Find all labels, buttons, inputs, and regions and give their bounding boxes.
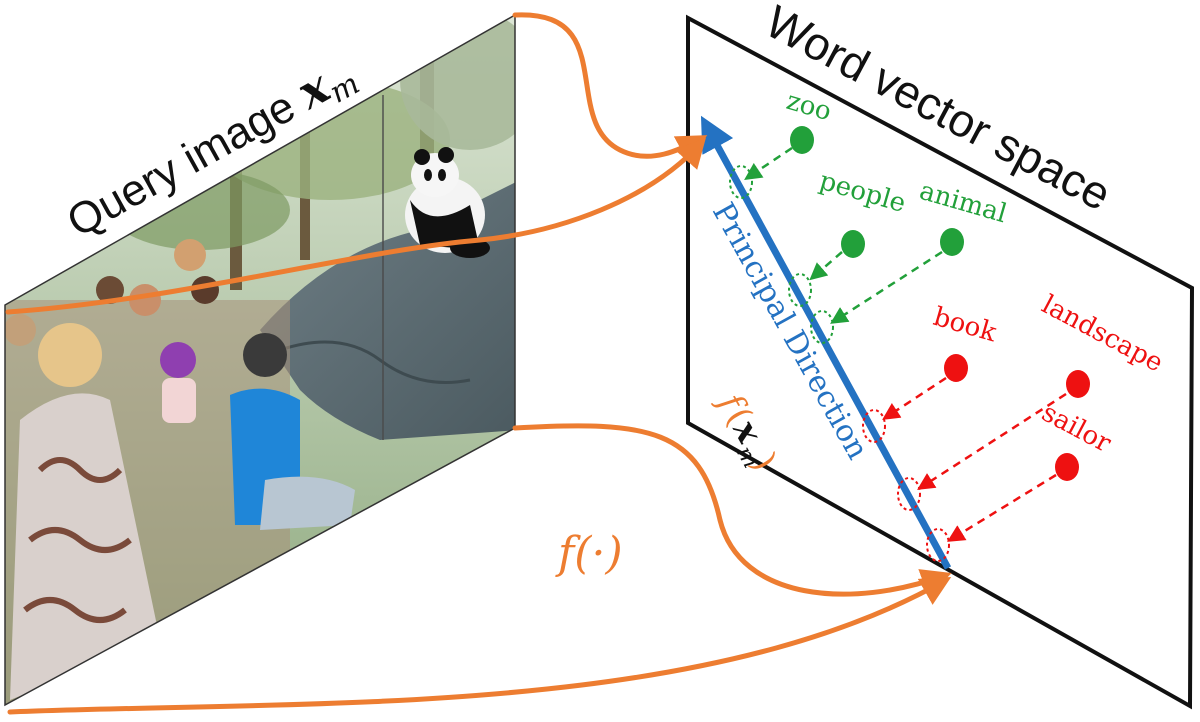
crowd — [5, 239, 355, 705]
projection-mark-people — [788, 273, 812, 307]
projection-arrow-book — [882, 376, 947, 420]
principal-direction-arrow — [700, 115, 952, 570]
projection-arrow-people — [809, 251, 843, 281]
projection-mark-zoo — [729, 165, 753, 199]
mapping-curve-bottom-1 — [512, 423, 952, 598]
projection-mark-animal — [810, 310, 834, 344]
projection-arrow-zoo — [744, 146, 793, 180]
mapping-curve-bottom-2 — [7, 577, 952, 715]
projection-arrow-animal — [830, 250, 943, 324]
word-dot-sailor — [1055, 453, 1079, 481]
mapping-curves — [5, 12, 952, 715]
mapping-curve-top-2 — [5, 137, 707, 315]
projection-mark-landscape — [897, 477, 921, 511]
projection-arrow-sailor — [947, 473, 1057, 542]
mapping-curve-top-1 — [512, 12, 708, 163]
word-dot-people — [841, 230, 865, 258]
word-dot-animal — [940, 228, 964, 256]
word-dot-zoo — [790, 126, 814, 154]
projection-mark-sailor — [926, 528, 950, 562]
projection-arrow-landscape — [917, 392, 1067, 490]
word-dot-book — [944, 354, 968, 382]
panda-icon — [405, 147, 490, 258]
word-vector-plane — [686, 14, 1195, 710]
mapping-function-label: f(·) — [555, 528, 623, 579]
word-dot-landscape — [1066, 370, 1090, 398]
projection-mark-book — [862, 409, 886, 443]
